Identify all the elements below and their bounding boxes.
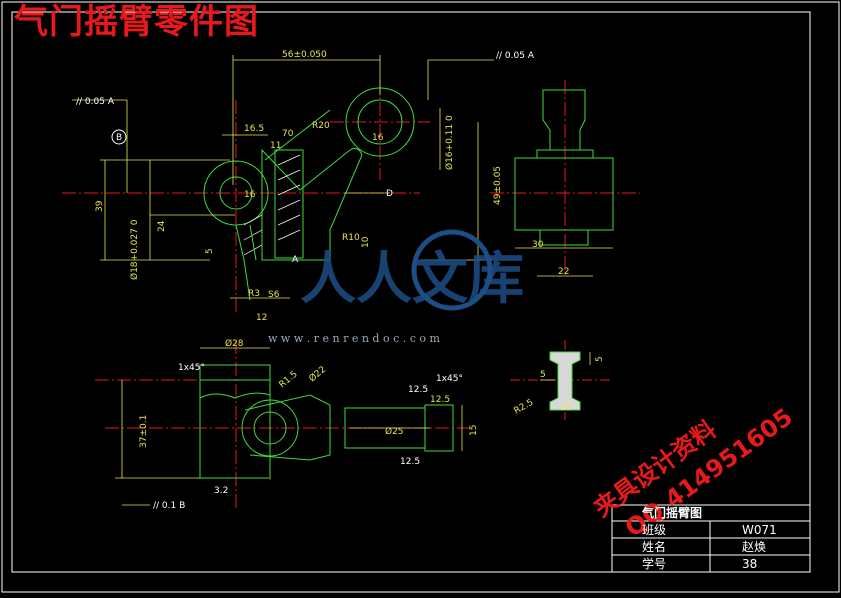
brand-text: 人人文库 — [300, 247, 524, 312]
tol-bottom: // 0.1 B — [153, 501, 185, 511]
rough-32: 3.2 — [214, 486, 228, 496]
dim-r15: R1.5 — [278, 369, 300, 390]
dim-18: Ø18+0.027 0 — [129, 219, 140, 280]
brand-logo-ring — [411, 229, 493, 311]
main-view: 56±0.050 // 0.05 A // 0.05 A 16.5 R20 70… — [62, 50, 535, 323]
dim-1x45: 1x45° — [178, 363, 205, 373]
row-label-id: 学号 — [642, 557, 667, 571]
inner-frame — [11, 11, 811, 573]
dim-11: 11 — [270, 141, 281, 151]
rib-section — [274, 149, 304, 259]
dim-16-tol: Ø16+0.11 0 — [444, 115, 455, 170]
row-label-class: 班级 — [642, 523, 667, 537]
title-block-name: 气门摇臂图 — [642, 506, 703, 520]
dim-r10: R10 — [342, 233, 360, 243]
tol-left: // 0.05 A — [76, 97, 115, 107]
dim-24: 24 — [157, 220, 167, 232]
dim-30: 30 — [532, 240, 544, 250]
row-label-name: 姓名 — [642, 540, 667, 554]
datum-b-circle — [111, 129, 127, 145]
dim-16c: 16 — [372, 133, 384, 143]
row-value-name: 赵焕 — [742, 540, 767, 554]
section-view: 5 5 R2.5 12 — [510, 340, 610, 420]
side-view: 30 22 — [490, 80, 640, 277]
stud — [235, 224, 257, 301]
title-block: 气门摇臂图 班级 W071 姓名 赵焕 学号 38 — [612, 505, 810, 571]
url-watermark: w w w . r e n r e n d o c . c o m — [268, 332, 440, 345]
left-boss-bore — [219, 176, 253, 210]
dim-1x45b: 1x45° — [436, 374, 463, 384]
dim-37: 37±0.1 — [139, 415, 149, 448]
title-block-grid — [611, 504, 811, 573]
dim-70: 70 — [282, 129, 294, 139]
drawing-title: 气门摇臂零件图 — [14, 2, 259, 42]
datum-a-label: A — [292, 255, 299, 265]
dim-d25: Ø25 — [385, 426, 404, 437]
arm-outline — [261, 109, 363, 261]
tol-top-right: // 0.05 A — [496, 51, 535, 61]
dim-top-span: 56±0.050 — [282, 50, 327, 60]
rough-125: 12.5 — [400, 457, 420, 467]
dim-15: 15 — [469, 425, 479, 436]
dim-12: 12 — [256, 313, 267, 323]
dim-10: 10 — [361, 236, 371, 248]
dim-5: 5 — [205, 248, 215, 254]
dim-125: 12.5 — [430, 395, 450, 405]
dim-s6: S6 — [268, 290, 280, 300]
row-value-class: W071 — [742, 523, 777, 537]
dim-12b: 12 — [560, 403, 571, 413]
dim-16b: 16 — [244, 190, 256, 200]
dim-r3: R3 — [248, 289, 260, 299]
dim-16-5: 16.5 — [244, 124, 264, 134]
datum-b-label: B — [116, 133, 122, 143]
right-boss-bore — [357, 99, 403, 145]
hatch — [243, 154, 301, 256]
dim-5b: 5 — [595, 356, 605, 362]
dim-d28: Ø28 — [225, 338, 244, 349]
section-d-label: D — [386, 189, 393, 199]
dim-r25: R2.5 — [513, 398, 536, 417]
dim-5c: 5 — [540, 370, 546, 380]
dim-d22: Ø22 — [307, 364, 328, 384]
dim-r20: R20 — [312, 121, 330, 131]
dim-39: 39 — [95, 200, 105, 212]
dim-49: 49±0.05 — [493, 166, 503, 205]
rough-125b: 12.5 — [408, 385, 428, 395]
dim-22: 22 — [558, 267, 569, 277]
bottom-view: Ø28 R1.5 Ø22 1x45° 1x45° 12.5 37±0.1 Ø25… — [95, 338, 479, 511]
row-value-id: 38 — [742, 557, 758, 571]
